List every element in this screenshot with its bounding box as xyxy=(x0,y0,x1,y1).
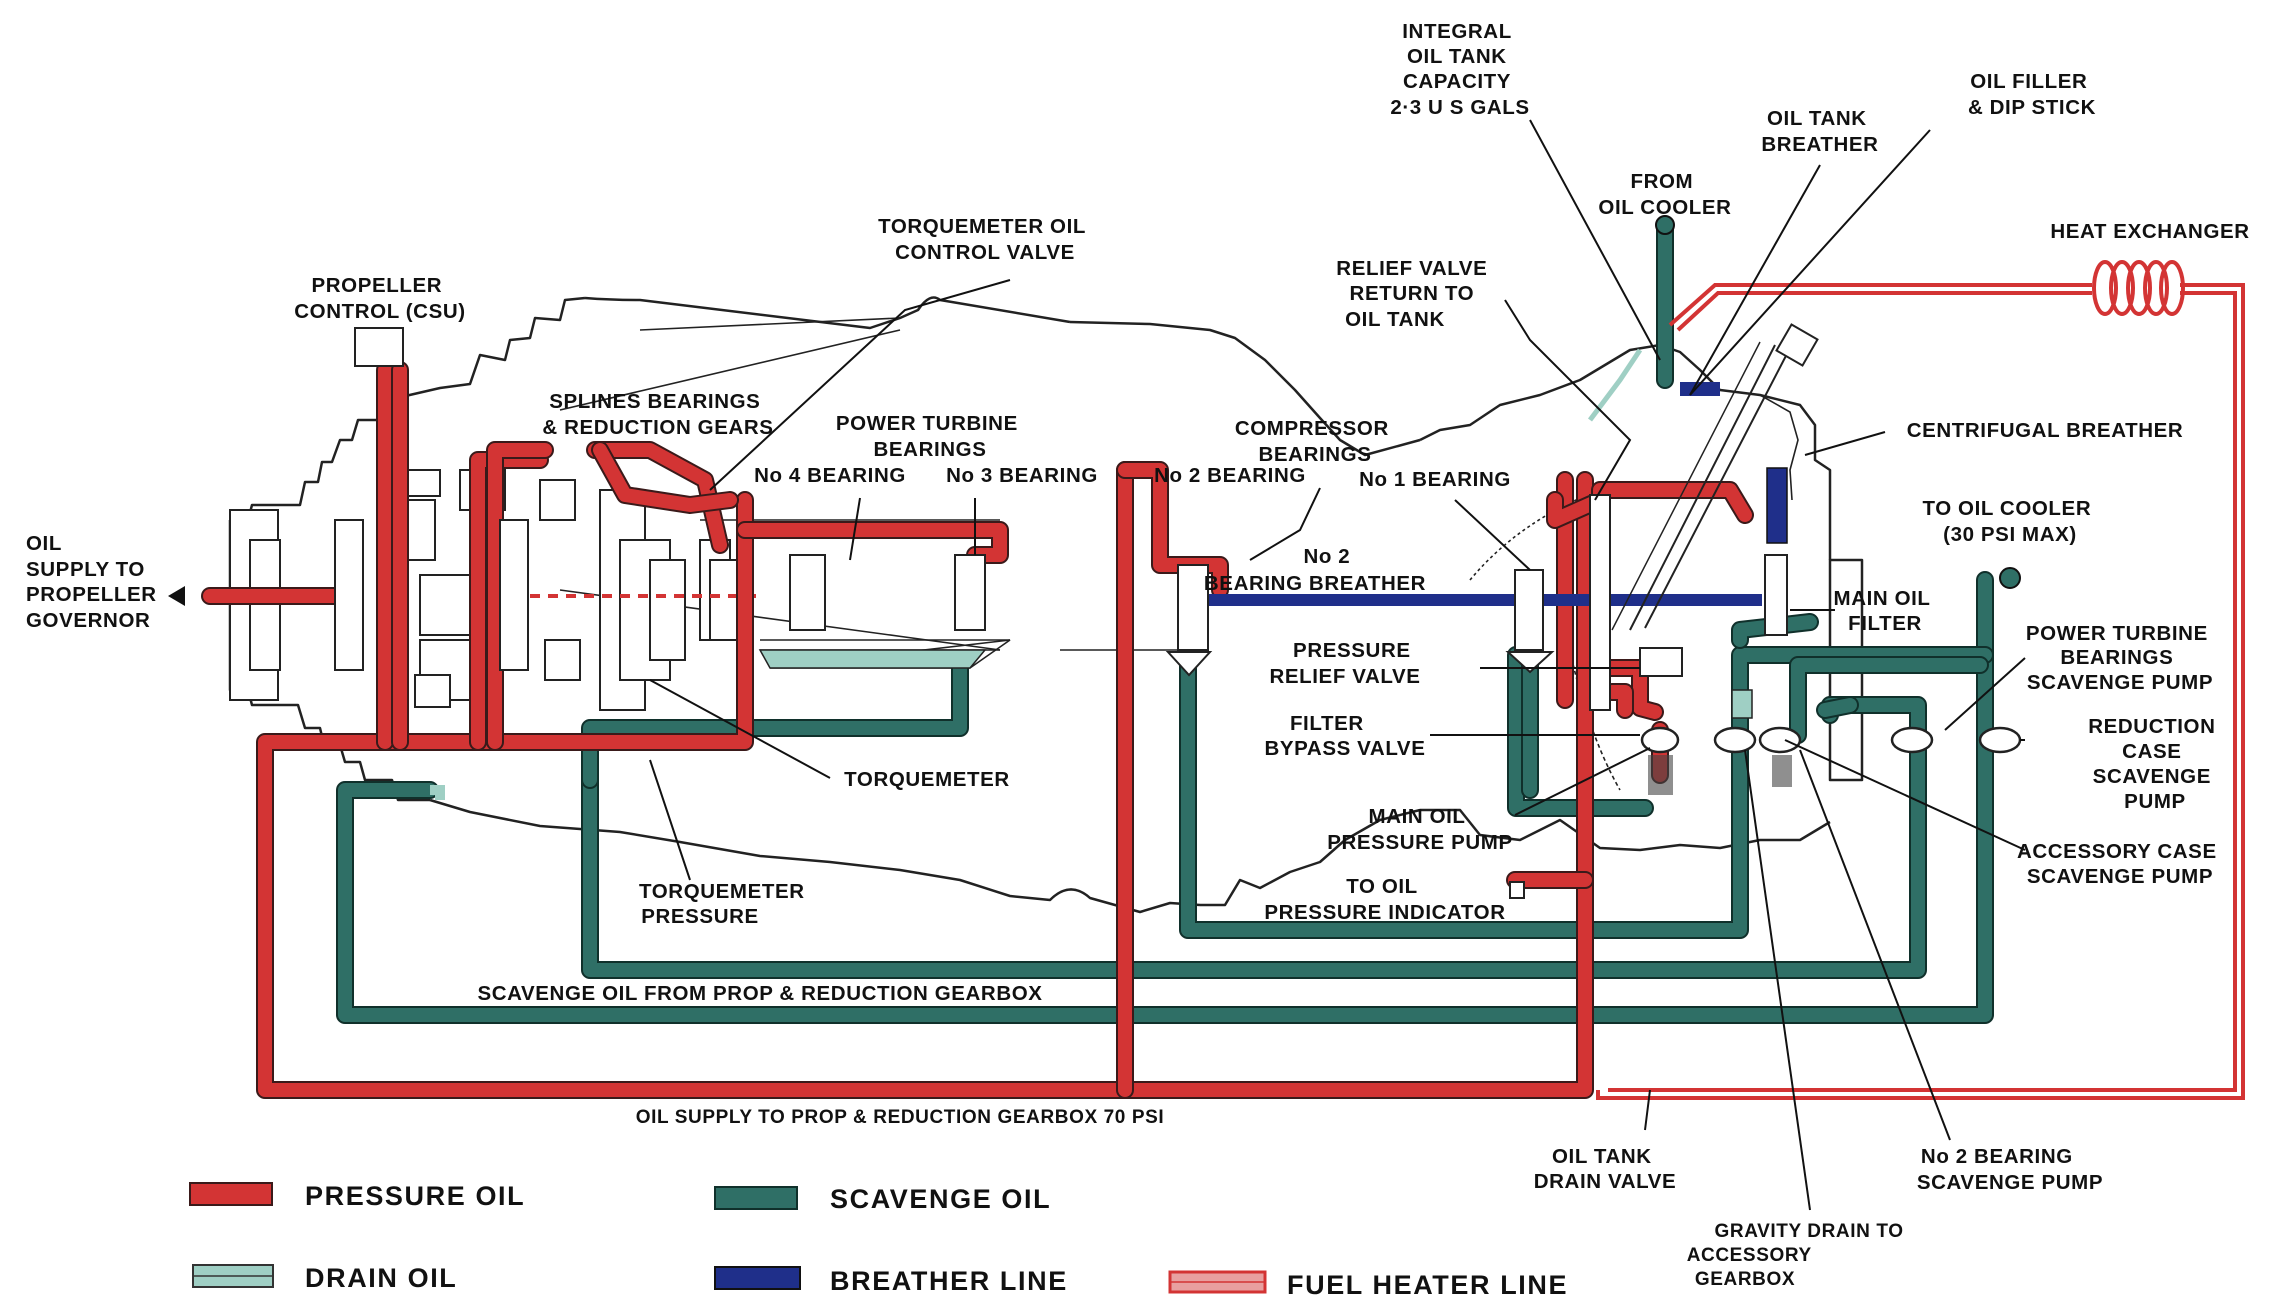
legend-label-pressure-oil: PRESSURE OIL xyxy=(305,1181,525,1211)
label-no1-bearing: No 1 BEARING xyxy=(1359,468,1511,491)
label-oil-supply-prop: OIL SUPPLY TO PROP & REDUCTION GEARBOX 7… xyxy=(636,1107,1165,1128)
label-propeller-control: PROPELLER CONTROL (CSU) xyxy=(294,274,465,323)
label-pressure-relief: PRESSURE RELIEF VALVE xyxy=(1269,639,1420,688)
legend-label-fuel-heater-line: FUEL HEATER LINE xyxy=(1287,1270,1568,1300)
label-no2-bearing: No 2 BEARING xyxy=(1154,464,1306,487)
label-main-oil-filter: MAIN OIL FILTER xyxy=(1834,587,1937,635)
label-heat-exchanger: HEAT EXCHANGER xyxy=(2050,220,2249,243)
label-no2-breather: No 2 BEARING BREATHER xyxy=(1204,545,1426,595)
propeller-control-box xyxy=(355,328,403,366)
label-integral-tank: INTEGRAL OIL TANK CAPACITY 2·3 U S GALS xyxy=(1390,20,1529,119)
legend-swatch-scavenge-oil xyxy=(715,1187,797,1209)
no4-bearing xyxy=(790,555,825,630)
no1-bearing xyxy=(1515,570,1543,650)
label-oil-tank-drain: OIL TANK DRAIN VALVE xyxy=(1534,1145,1677,1193)
legend-item-scavenge-oil: SCAVENGE OIL xyxy=(715,1184,1051,1214)
label-power-turbine-scavenge: POWER TURBINE BEARINGS SCAVENGE PUMP xyxy=(2026,622,2214,694)
no3-bearing xyxy=(955,555,985,630)
label-centrifugal-breather: CENTRIFUGAL BREATHER xyxy=(1907,419,2184,442)
governor-arrow xyxy=(168,586,185,606)
no2-bearing-scavenge-pump xyxy=(1980,728,2020,752)
pressure-relief-valve xyxy=(1640,648,1682,676)
legend-item-fuel-heater-line: FUEL HEATER LINE xyxy=(1170,1270,1568,1300)
no2-funnel xyxy=(1168,652,1210,675)
label-power-turbine-bearings: POWER TURBINE BEARINGS xyxy=(836,412,1024,461)
scavenge-oil-lines xyxy=(345,228,1985,1015)
label-oil-tank-breather: OIL TANK BREATHER xyxy=(1761,107,1878,156)
label-torquemeter-pressure: TORQUEMETER PRESSURE xyxy=(639,880,811,928)
power-turbine-scavenge-pump xyxy=(1715,728,1755,752)
label-main-oil-pump: MAIN OIL PRESSURE PUMP xyxy=(1327,805,1513,854)
label-torquemeter: TORQUEMETER xyxy=(844,768,1010,791)
label-scavenge-from-prop: SCAVENGE OIL FROM PROP & REDUCTION GEARB… xyxy=(477,982,1042,1005)
label-relief-valve-return: RELIEF VALVE RETURN TO OIL TANK xyxy=(1336,257,1493,331)
label-compressor-bearings: COMPRESSOR BEARINGS xyxy=(1235,417,1395,466)
front-bearing xyxy=(335,520,363,670)
legend-label-breather-line: BREATHER LINE xyxy=(830,1266,1068,1296)
legend-swatch-breather-line xyxy=(715,1267,800,1289)
label-accessory-case-scavenge: ACCESSORY CASE SCAVENGE PUMP xyxy=(2017,840,2223,888)
label-splines: SPLINES BEARINGS & REDUCTION GEARS xyxy=(542,390,773,439)
relief-valve-tube xyxy=(1590,495,1610,710)
legend-item-drain-oil: DRAIN OIL xyxy=(193,1263,457,1293)
label-oil-supply-governor: OIL SUPPLY TO PROPELLER GOVERNOR xyxy=(26,532,163,632)
legend-label-drain-oil: DRAIN OIL xyxy=(305,1263,457,1293)
label-no2-scavenge: No 2 BEARING SCAVENGE PUMP xyxy=(1917,1145,2103,1194)
label-filter-bypass: FILTER BYPASS VALVE xyxy=(1265,712,1426,760)
label-from-oil-cooler: FROM OIL COOLER xyxy=(1598,170,1731,219)
accessory-case-scavenge-pump xyxy=(1760,728,1800,752)
label-to-oil-pressure-indicator: TO OIL PRESSURE INDICATOR xyxy=(1264,875,1505,924)
label-gravity-drain: GRAVITY DRAIN TO ACCESSORY GEARBOX xyxy=(1687,1221,1910,1290)
legend-item-pressure-oil: PRESSURE OIL xyxy=(190,1181,525,1211)
legend: PRESSURE OIL SCAVENGE OIL DRAIN OIL BREA… xyxy=(190,1181,1568,1300)
heat-exchanger-coil xyxy=(2094,262,2183,314)
legend-item-breather-line: BREATHER LINE xyxy=(715,1266,1068,1296)
label-no4-bearing: No 4 BEARING xyxy=(754,464,906,487)
main-oil-filter xyxy=(1765,555,1787,635)
label-torquemeter-valve: TORQUEMETER OIL CONTROL VALVE xyxy=(878,215,1092,264)
label-reduction-case-scavenge: REDUCTION CASE SCAVENGE PUMP xyxy=(2088,715,2222,813)
label-to-oil-cooler: TO OIL COOLER (30 PSI MAX) xyxy=(1922,497,2097,546)
reduction-bearing xyxy=(500,520,528,670)
legend-swatch-pressure-oil xyxy=(190,1183,272,1205)
label-no3-bearing: No 3 BEARING xyxy=(946,464,1098,487)
legend-label-scavenge-oil: SCAVENGE OIL xyxy=(830,1184,1051,1214)
label-oil-filler: OIL FILLER & DIP STICK xyxy=(1968,70,2096,119)
reduction-case-scavenge-pump xyxy=(1892,728,1932,752)
